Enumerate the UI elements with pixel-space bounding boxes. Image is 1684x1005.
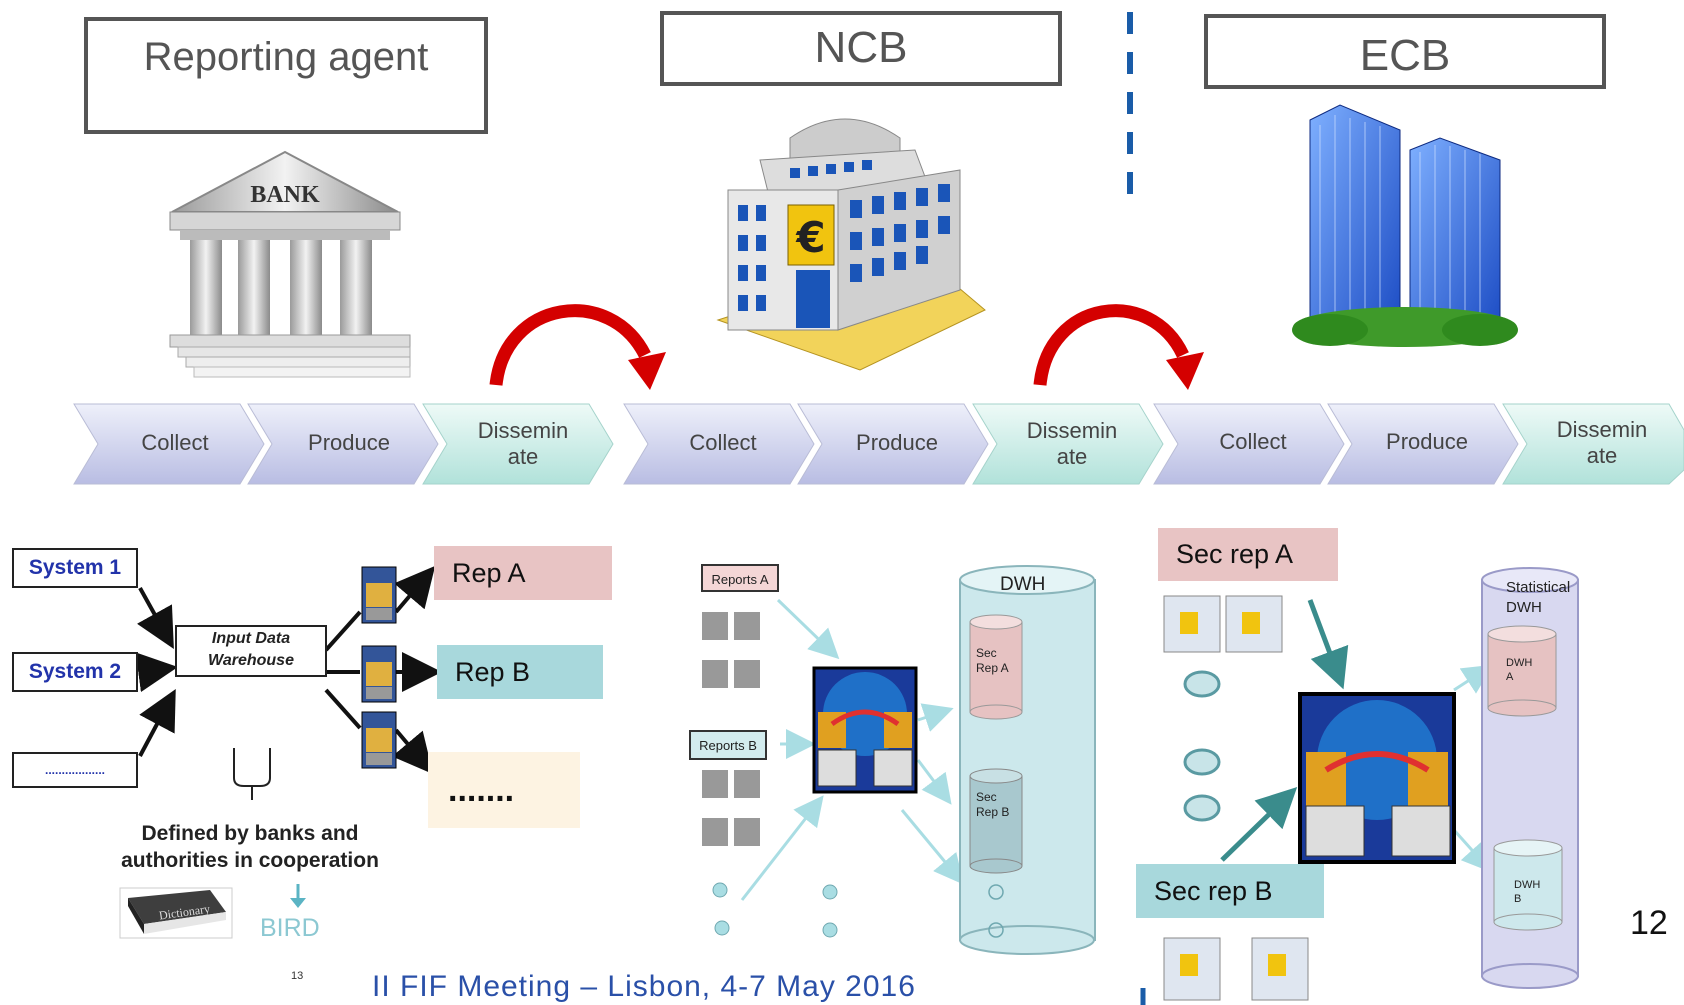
left-panel-arrows (135, 565, 442, 775)
sec-rep-b-tag: Sec rep B (1136, 864, 1324, 918)
header-ecb: ECB (1204, 14, 1606, 89)
report-icon-3 (361, 711, 397, 769)
step-collect-1: Collect (110, 430, 240, 456)
rep-a-label: Rep A (452, 557, 526, 588)
brace-icon (233, 748, 271, 800)
rep-more-label: ....... (448, 770, 515, 809)
sec-rep-a-tag: Sec rep A (1158, 528, 1338, 581)
dictionary-book-icon (119, 887, 233, 939)
step-label-line1: Dissemin (477, 418, 569, 443)
step-label-line2: ate (1586, 443, 1618, 468)
dwh-b-cylinder (1493, 839, 1563, 931)
sec-rep-a-label: Sec rep A (1176, 539, 1294, 569)
teal-arrows-right (1220, 599, 1349, 862)
svg-text:€: € (795, 213, 825, 262)
mini-bank-icons-b (702, 770, 760, 846)
statistical-dwh-label: Statistical DWH (1506, 578, 1570, 618)
defined-line1: Defined by banks and (141, 822, 359, 845)
red-arrow-ncb-to-ecb (1033, 304, 1204, 390)
step-collect-2: Collect (658, 430, 788, 456)
dwh-label: DWH (1000, 574, 1046, 595)
statistical-dwh-line2: DWH (1506, 599, 1542, 616)
header-ecb-label: ECB (1359, 31, 1451, 80)
header-ncb-label: NCB (814, 23, 908, 72)
footer-text: II FIF Meeting – Lisbon, 4-7 May 2016 (372, 970, 916, 1003)
defined-line2: authorities in cooperation (121, 849, 379, 872)
header-ncb: NCB (660, 11, 1062, 86)
step-label: Produce (856, 430, 938, 455)
reports-b-label: Reports B (689, 730, 767, 760)
ecb-towers-icon (1292, 104, 1518, 347)
sec-rep-a-cylinder (969, 614, 1023, 720)
bank-sign: BANK (250, 182, 320, 208)
input-dwh-line2: Warehouse (208, 652, 294, 669)
report-icon-1 (361, 566, 397, 624)
step-produce-3: Produce (1362, 429, 1492, 455)
report-icon-2 (361, 645, 397, 703)
step-label: Produce (1386, 429, 1468, 454)
placeholder-dots-dwh (988, 884, 1004, 938)
bird-label: BIRD (260, 914, 320, 942)
down-arrow-icon (290, 884, 306, 908)
step-label: Produce (308, 430, 390, 455)
step-label: Collect (689, 430, 757, 455)
step-label-line1: Dissemin (1026, 418, 1118, 443)
slide-number: 12 (1630, 904, 1668, 942)
sec-rep-b-cyl-label: Sec Rep B (976, 790, 1010, 819)
dwh-b-label: DWH B (1514, 879, 1541, 905)
process-chevron-row (73, 403, 1684, 485)
system-2-box: System 2 (12, 652, 138, 692)
dwh-cylinder (959, 565, 1096, 955)
input-dwh-label: Input Data Warehouse (176, 628, 326, 672)
ncb-mini-icons-bottom (1163, 937, 1309, 1001)
step-produce-2: Produce (832, 430, 962, 456)
system-1-label: System 1 (28, 556, 122, 579)
ncb-building-icon: € (716, 118, 986, 371)
placeholder-dots-right (1183, 670, 1221, 822)
rep-a-tag: Rep A (434, 546, 612, 600)
input-dwh-line1: Input Data (211, 630, 291, 647)
step-disseminate-3: Dissemin ate (1537, 417, 1667, 469)
reports-a-label: Reports A (701, 564, 779, 592)
system-1-box: System 1 (12, 548, 138, 588)
step-label: Collect (1219, 429, 1287, 454)
divider-line (1127, 12, 1146, 1005)
bank-icon (169, 150, 411, 378)
step-label-line2: ate (1056, 444, 1088, 469)
data-exchange-icon-right (1298, 692, 1456, 864)
input-dwh-box (175, 625, 327, 677)
red-arrow-bank-to-ncb (489, 304, 666, 390)
rep-b-label: Rep B (455, 656, 531, 687)
dwh-a-cylinder (1487, 625, 1557, 717)
system-more-label: .................. (44, 763, 105, 777)
system-more-box: .................. (12, 752, 138, 788)
system-2-label: System 2 (28, 660, 122, 683)
data-exchange-icon-middle (812, 666, 918, 794)
sec-rep-a-cyl-label: Sec Rep A (976, 646, 1009, 675)
step-label-line2: ate (507, 444, 539, 469)
step-label-line1: Dissemin (1556, 417, 1648, 442)
sec-rep-b-cylinder (969, 768, 1023, 874)
step-disseminate-2: Dissemin ate (1007, 418, 1137, 470)
header-reporting-agent-label: Reporting agent (143, 35, 429, 79)
dwh-a-label: DWH A (1506, 657, 1533, 683)
rep-more-tag: ....... (428, 752, 580, 828)
small-page-number: 13 (291, 970, 304, 982)
rep-b-tag: Rep B (437, 645, 603, 699)
header-reporting-agent: Reporting agent (84, 17, 488, 134)
defined-by-text: Defined by banks and authorities in coop… (100, 820, 400, 874)
sec-rep-b-label: Sec rep B (1154, 875, 1273, 906)
step-label: Collect (141, 430, 209, 455)
step-produce-1: Produce (284, 430, 414, 456)
middle-light-arrows (740, 598, 964, 901)
step-collect-3: Collect (1188, 429, 1318, 455)
statistical-dwh-line1: Statistical (1506, 579, 1571, 596)
step-disseminate-1: Dissemin ate (458, 418, 588, 470)
placeholder-dots-middle (712, 882, 838, 938)
mini-bank-icons-a (702, 612, 760, 688)
ncb-mini-icons-top (1163, 595, 1283, 653)
